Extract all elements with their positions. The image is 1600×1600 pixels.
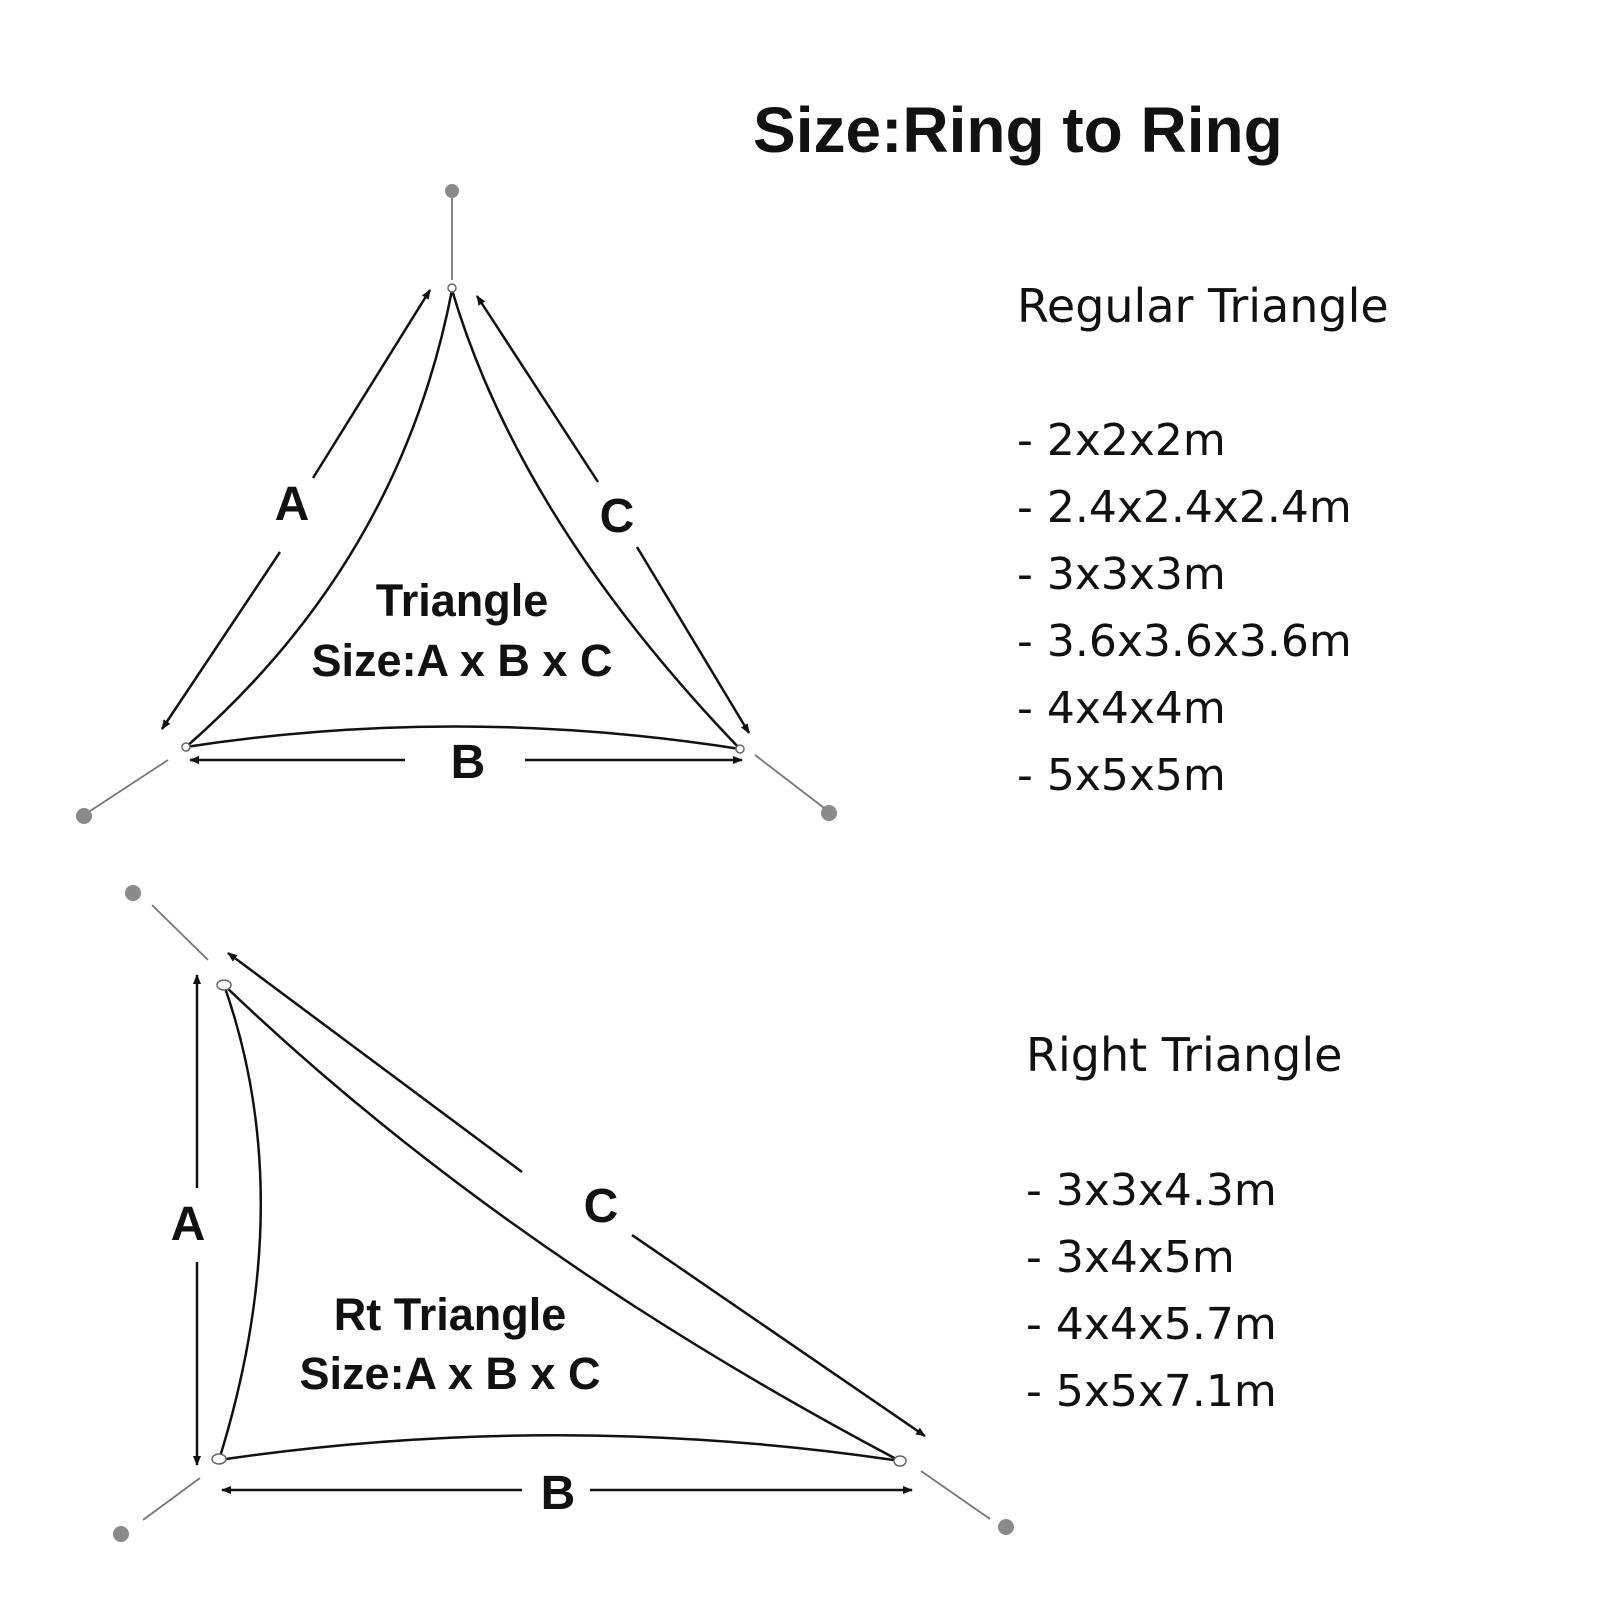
edge-a-arrow-down: [160, 551, 282, 730]
regular-triangle-name: Triangle: [376, 575, 549, 626]
top-rope: [151, 904, 209, 961]
page-title: Size:Ring to Ring: [753, 94, 1283, 166]
edge-c-label: C: [600, 490, 635, 543]
right-triangle-heading: Right Triangle: [1026, 1028, 1342, 1082]
edge-c-arrow-down: [631, 1233, 926, 1438]
bottom-left-rope: [142, 1477, 201, 1521]
size-option: - 4x4x4m: [1017, 683, 1226, 734]
regular-triangle-diagram: A B C Triangle Size:A x B x C: [76, 184, 837, 824]
size-option: - 3x4x5m: [1026, 1232, 1235, 1283]
edge-b-label: B: [541, 1467, 576, 1520]
size-option: - 3x3x3m: [1017, 549, 1226, 600]
edge-b-label: B: [451, 736, 486, 789]
left-rope: [83, 759, 169, 816]
size-option: - 5x5x7.1m: [1026, 1366, 1277, 1417]
regular-triangle-sail: [181, 289, 744, 751]
size-option: - 2x2x2m: [1017, 415, 1226, 466]
top-anchor-point: [445, 184, 459, 198]
right-triangle-size-list: Right Triangle - 3x3x4.3m - 3x4x5m - 4x4…: [1026, 1028, 1342, 1417]
edge-c-label: C: [584, 1180, 619, 1233]
edge-c-arrow-up: [227, 951, 523, 1174]
edge-c-arrow-down: [635, 546, 751, 734]
edge-a-label: A: [171, 1198, 206, 1251]
size-option: - 3.6x3.6x3.6m: [1017, 616, 1352, 667]
top-anchor-point: [125, 885, 141, 901]
left-ring: [181, 742, 191, 752]
size-option: - 2.4x2.4x2.4m: [1017, 482, 1352, 533]
bottom-right-ring: [893, 1455, 907, 1467]
regular-triangle-size-list: Regular Triangle - 2x2x2m - 2.4x2.4x2.4m…: [1017, 279, 1389, 801]
edge-c-arrow-up: [475, 295, 600, 483]
left-anchor-point: [76, 808, 92, 824]
bottom-right-rope: [920, 1470, 991, 1520]
size-option: - 5x5x5m: [1017, 750, 1226, 801]
right-ring: [735, 744, 745, 754]
top-ring: [447, 283, 457, 293]
edge-a-arrow-up: [311, 289, 432, 479]
top-ring: [216, 979, 232, 991]
right-triangle-sail: [217, 984, 901, 1463]
edge-a-label: A: [275, 478, 310, 531]
right-triangle-diagram: A C B Rt Triangle Size:A x B x C: [113, 885, 1014, 1542]
right-triangle-name: Rt Triangle: [334, 1289, 567, 1340]
size-option: - 3x3x4.3m: [1026, 1165, 1277, 1216]
regular-triangle-heading: Regular Triangle: [1017, 279, 1389, 333]
bottom-left-ring: [211, 1453, 227, 1465]
right-rope: [754, 754, 829, 812]
regular-triangle-size-formula: Size:A x B x C: [312, 635, 613, 686]
size-option: - 4x4x5.7m: [1026, 1299, 1277, 1350]
right-triangle-size-formula: Size:A x B x C: [300, 1348, 601, 1399]
right-anchor-point: [821, 805, 837, 821]
bottom-right-anchor-point: [998, 1519, 1014, 1535]
bottom-left-anchor-point: [113, 1526, 129, 1542]
